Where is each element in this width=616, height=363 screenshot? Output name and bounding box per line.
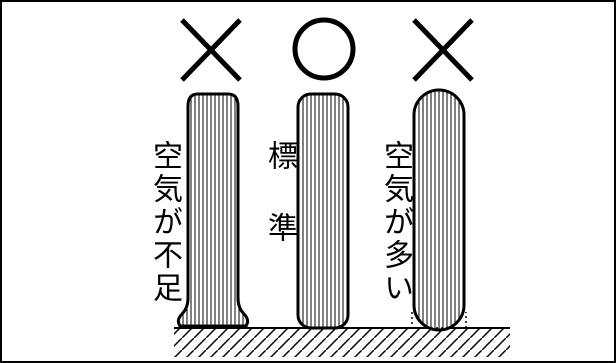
tire-excess [412, 88, 466, 332]
mark-cross-right-icon [412, 18, 474, 82]
mark-cross-left-icon [180, 18, 242, 82]
tire-standard [296, 92, 350, 330]
label-excess: 空気が多い [378, 140, 413, 305]
tire-insufficient [176, 92, 250, 328]
ground [174, 327, 510, 357]
label-insufficient: 空気が不足 [147, 140, 182, 305]
mark-circle-center-icon [292, 17, 356, 81]
label-standard: 標準 [262, 140, 297, 284]
